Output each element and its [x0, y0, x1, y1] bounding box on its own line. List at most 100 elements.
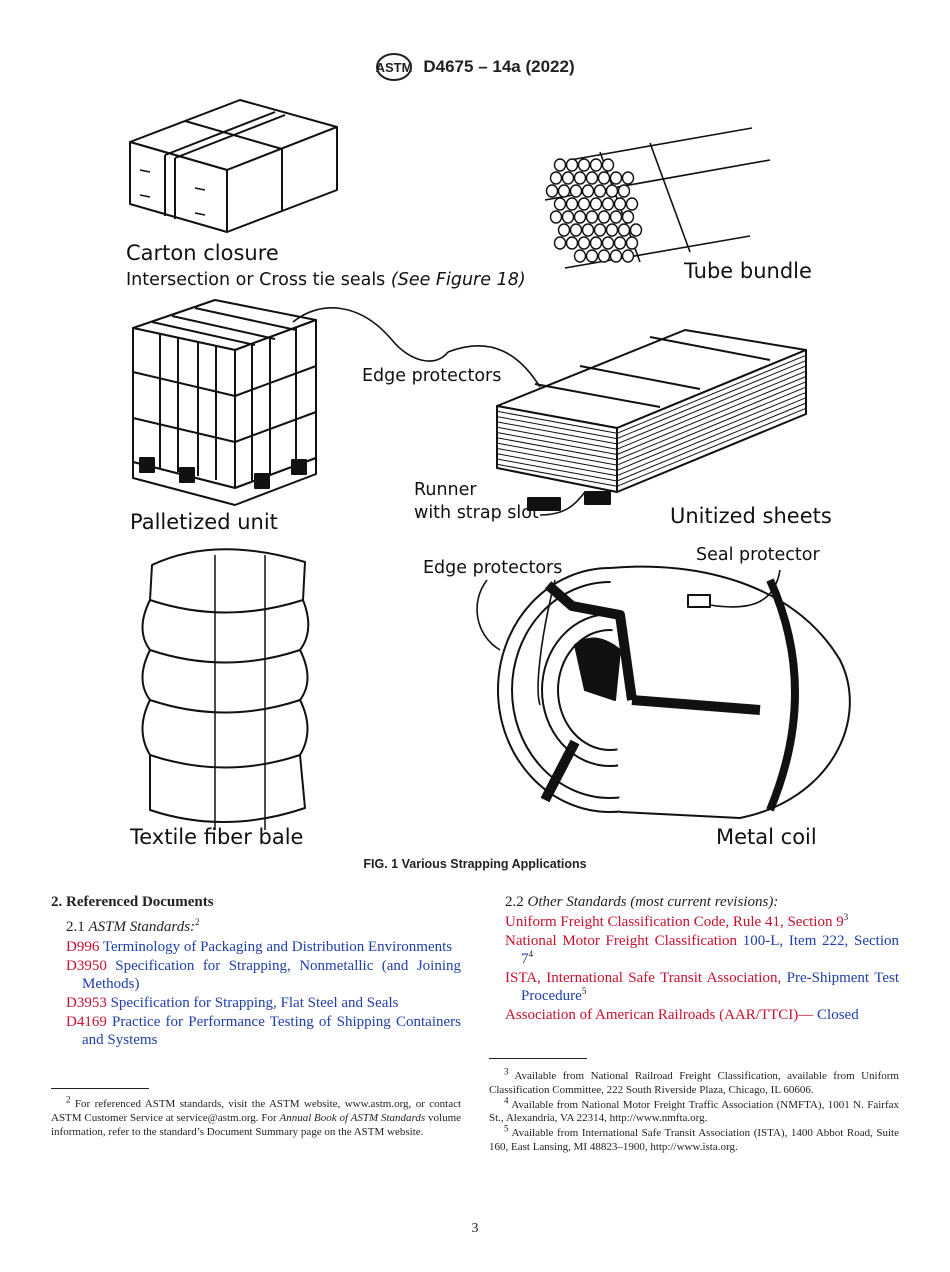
tube-end — [625, 236, 639, 250]
reference-item[interactable]: D3950 Specification for Strapping, Nonme… — [51, 957, 461, 993]
astm-logo: ASTM — [376, 53, 413, 81]
figure-caption: FIG. 1 Various Strapping Applications — [363, 857, 587, 871]
page-number: 3 — [471, 1221, 479, 1236]
sheet-edge — [616, 402, 807, 482]
tube-end — [593, 184, 607, 198]
sheet-edge — [496, 416, 618, 440]
tube-end — [581, 223, 595, 237]
tube-end — [553, 158, 567, 172]
section-title: 2. Referenced Documents — [51, 894, 214, 910]
sheet-edge — [616, 365, 807, 445]
label-seal-protector: Seal protector — [696, 545, 820, 565]
tube-end — [557, 223, 571, 237]
tube-end — [597, 249, 611, 263]
ref-code[interactable]: D996 — [66, 939, 100, 955]
carton-closure-drawing — [129, 99, 338, 233]
ref-code[interactable]: Association of American Railroads (AAR/T… — [505, 1007, 814, 1023]
label-intersection-seals: Intersection or Cross tie seals (See Fig… — [126, 270, 526, 290]
tube-end — [605, 184, 619, 198]
label-carton-closure: Carton closure — [126, 241, 279, 265]
tube-end — [617, 184, 631, 198]
ref-code[interactable]: Uniform Freight Classification Code, Rul… — [505, 914, 844, 930]
label-unitized-sheets: Unitized sheets — [670, 504, 832, 528]
svg-text:ASTM: ASTM — [376, 60, 413, 75]
footnote-text: Available from National Motor Freight Tr… — [489, 1098, 899, 1125]
footnote-text: Available from National Railroad Freight… — [489, 1070, 899, 1096]
footnotes-left: 2 For referenced ASTM standards, visit t… — [51, 1095, 462, 1140]
tube-end — [549, 171, 563, 185]
tube-end — [553, 197, 567, 211]
tube-end — [561, 171, 575, 185]
sheet-edge — [616, 386, 807, 466]
ref-code[interactable]: National Motor Freight Classification — [505, 933, 738, 949]
ref-title[interactable]: 100-L, Item 222, Section 7 — [521, 933, 899, 967]
ref-code[interactable]: D4169 — [66, 1014, 107, 1030]
document-id: D4675 – 14a (2022) — [423, 57, 575, 76]
tube-end — [629, 223, 643, 237]
footnote-rule-right — [489, 1058, 587, 1059]
tube-end — [601, 158, 615, 172]
subsection-label: Other Standards (most current revisions)… — [527, 894, 779, 910]
subsection-label: ASTM Standards: — [88, 919, 196, 935]
footnote-num: 5 — [504, 1123, 509, 1134]
subsection-number: 2.1 — [66, 919, 85, 935]
tube-end — [561, 210, 575, 224]
reference-item[interactable]: ISTA, International Safe Transit Associa… — [505, 969, 899, 1005]
footnote-text: volume information, refer to the standar… — [51, 1111, 462, 1138]
tube-end — [589, 158, 603, 172]
tube-end — [605, 223, 619, 237]
ref-code[interactable]: D3950 — [66, 958, 107, 974]
footnote-marker: 4 — [528, 949, 534, 959]
label-intersection-ref: (See Figure 18) — [390, 270, 526, 290]
tube-end — [621, 249, 635, 263]
tube-end — [585, 171, 599, 185]
reference-item[interactable]: Association of American Railroads (AAR/T… — [505, 1006, 899, 1024]
ref-title[interactable]: Specification for Strapping, Flat Steel … — [110, 995, 399, 1011]
tube-end — [609, 210, 623, 224]
reference-item[interactable]: Uniform Freight Classification Code, Rul… — [505, 913, 899, 931]
sheet-edge — [616, 354, 807, 434]
tube-end — [549, 210, 563, 224]
reference-item[interactable]: D996 Terminology of Packaging and Distri… — [51, 938, 461, 956]
footnotes-right: 3 Available from National Railroad Freig… — [489, 1067, 899, 1156]
sheet-edge — [616, 376, 807, 455]
reference-item[interactable]: D4169 Practice for Performance Testing o… — [51, 1013, 461, 1049]
ref-code[interactable]: D3953 — [66, 995, 107, 1011]
footnote-italic: Annual Book of ASTM Standards — [279, 1111, 426, 1124]
tube-end — [593, 223, 607, 237]
sheet-edge — [496, 447, 618, 471]
footnote-4: 4 Available from National Motor Freight … — [489, 1095, 899, 1127]
tube-end — [613, 236, 627, 250]
tube-end — [573, 249, 587, 263]
sheet-edge — [616, 370, 807, 450]
footnote-marker: 3 — [843, 912, 849, 922]
sheet-edge — [616, 381, 807, 461]
tube-end — [557, 184, 571, 198]
tube-end — [565, 236, 579, 250]
footnote-5: 5 Available from International Safe Tran… — [489, 1123, 899, 1155]
reference-item[interactable]: National Motor Freight Classification 10… — [505, 932, 899, 968]
tube-end — [581, 184, 595, 198]
footnote-num: 4 — [504, 1094, 509, 1105]
ref-title[interactable]: Pre-Shipment Test Procedure — [521, 970, 900, 1004]
footnote-2: 2 For referenced ASTM standards, visit t… — [51, 1095, 462, 1139]
label-strap-slot: with strap slot — [414, 503, 539, 523]
reference-item[interactable]: D3953 Specification for Strapping, Flat … — [51, 994, 461, 1012]
sheet-edge — [496, 453, 618, 477]
tube-end — [577, 197, 591, 211]
tube-end — [585, 210, 599, 224]
footnote-num: 2 — [66, 1094, 71, 1105]
strapping-figure — [129, 99, 851, 830]
tube-end — [569, 184, 583, 198]
sheet-edge — [496, 421, 618, 445]
tube-end — [597, 171, 611, 185]
sheet-edge — [496, 426, 618, 450]
tube-end — [585, 249, 599, 263]
ref-title[interactable]: Terminology of Packaging and Distributio… — [102, 939, 453, 955]
ref-code[interactable]: ISTA, International Safe Transit Associa… — [505, 970, 782, 986]
tube-end — [545, 184, 559, 198]
ref-title[interactable]: Practice for Performance Testing of Ship… — [82, 1014, 461, 1048]
footnote-text: Available from International Safe Transi… — [489, 1127, 899, 1153]
ref-title[interactable]: Closed — [817, 1007, 859, 1023]
ref-title[interactable]: Specification for Strapping, Nonmetallic… — [82, 958, 461, 992]
